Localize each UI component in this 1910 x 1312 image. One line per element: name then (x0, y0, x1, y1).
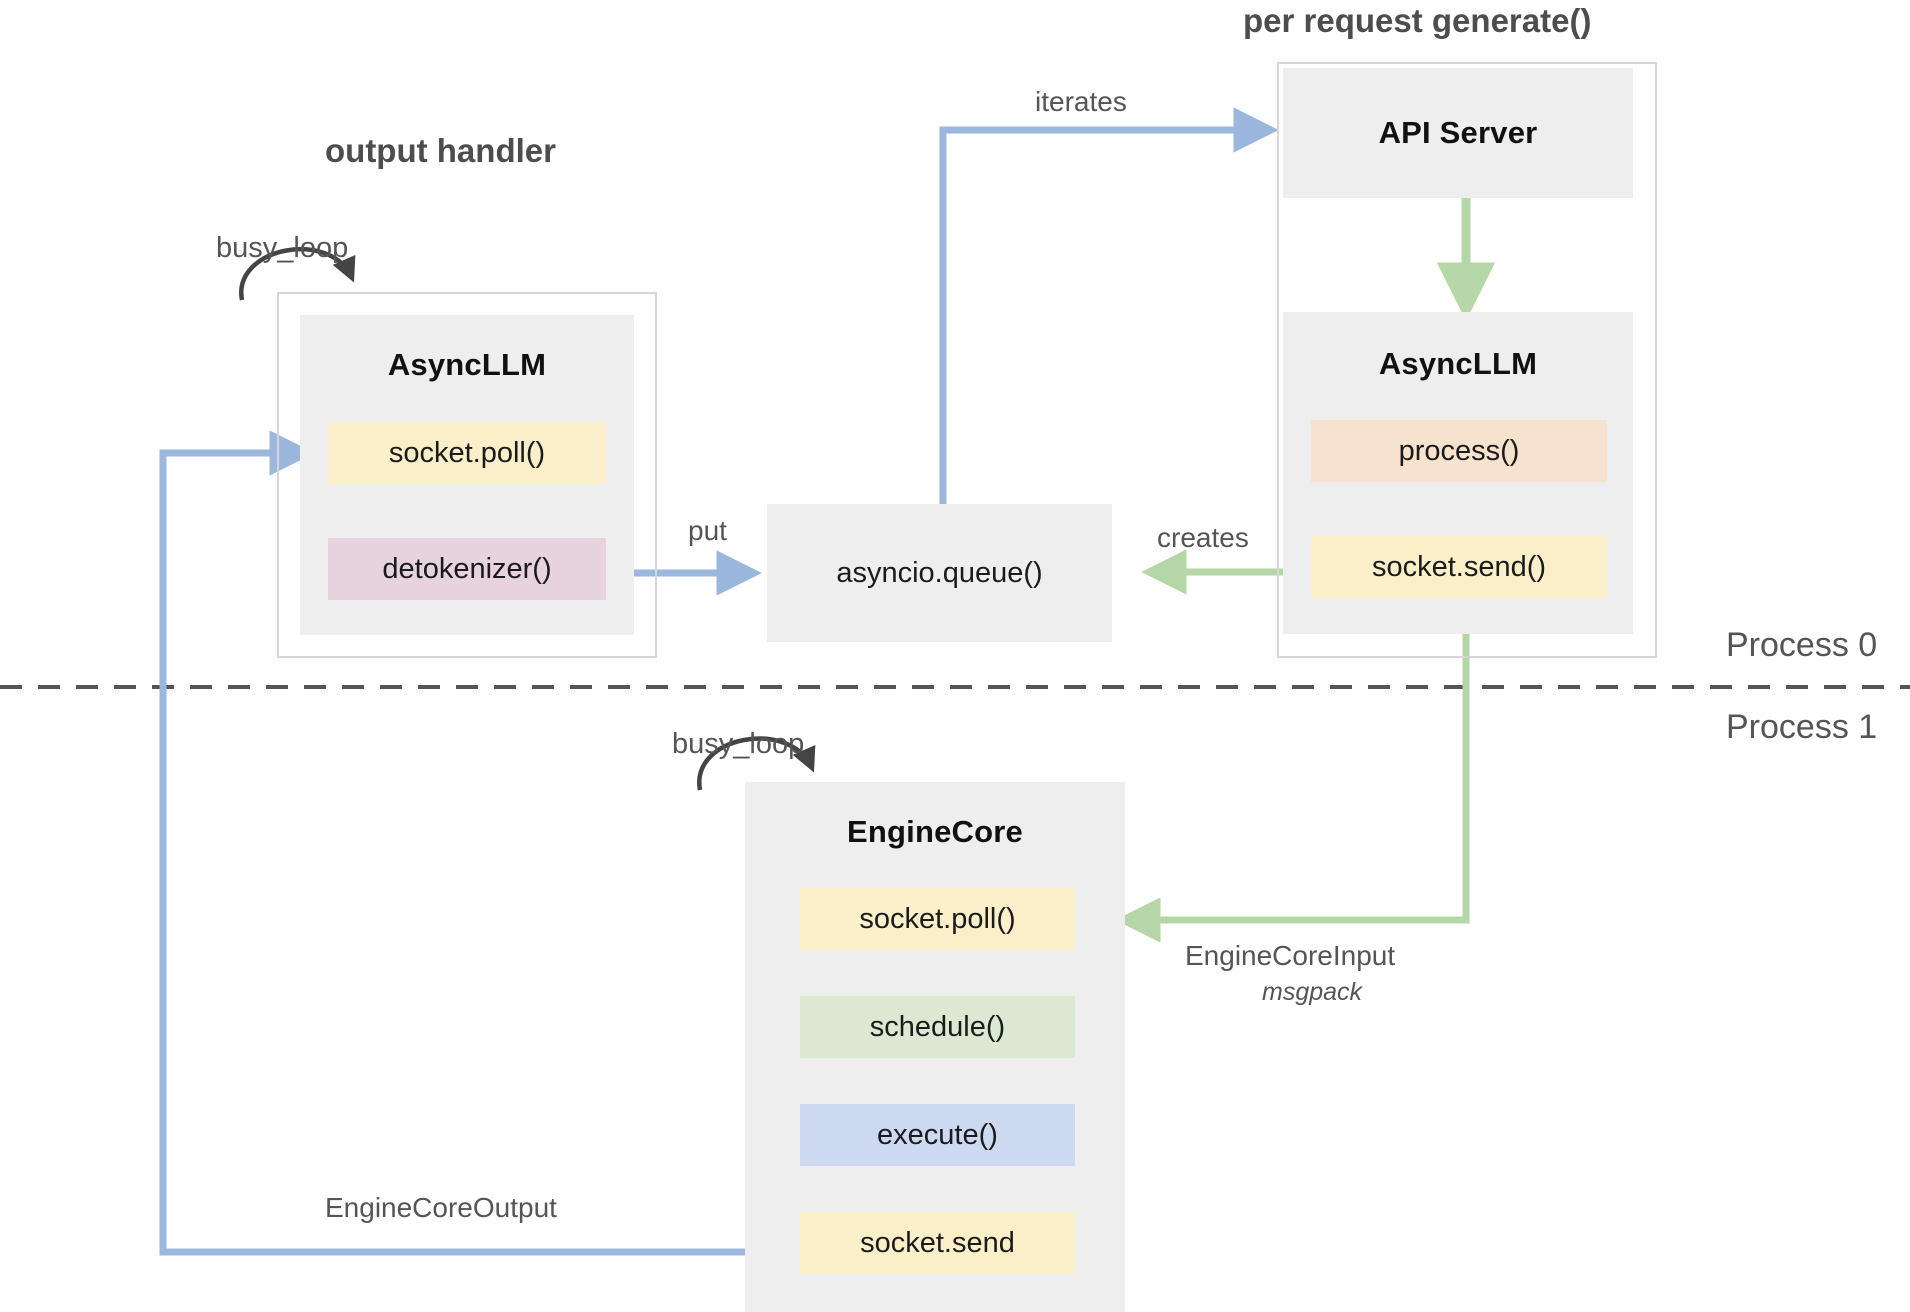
output-handler-heading: output handler (325, 132, 556, 169)
engine-core-input-sublabel: msgpack (1262, 978, 1363, 1006)
per-request-chip-process[interactable]: process() (1311, 420, 1607, 482)
per-request-heading: per request generate() (1243, 2, 1592, 39)
engine-core-chip-socket-poll[interactable]: socket.poll() (800, 888, 1075, 950)
process-1-label: Process 1 (1726, 708, 1878, 746)
busy-loop-label-output-handler: busy_loop (216, 232, 349, 264)
engine-core-chip-execute[interactable]: execute() (800, 1104, 1075, 1166)
iterates-arrow (939, 107, 1279, 512)
engine-core-title: EngineCore (847, 814, 1023, 849)
api-server-block[interactable]: API Server (1283, 68, 1633, 198)
per-request-group-frame (1277, 62, 1657, 658)
output-handler-chip-socket-poll[interactable]: socket.poll() (328, 422, 606, 484)
process-0-label: Process 0 (1726, 626, 1878, 664)
busy-loop-label-engine-core: busy_loop (672, 728, 805, 760)
engine-core-chip-socket-send[interactable]: socket.send (800, 1212, 1075, 1274)
output-handler-asyncllm-title: AsyncLLM (387, 347, 547, 382)
per-request-asyncllm-title: AsyncLLM (1378, 346, 1538, 381)
output-handler-chip-detokenizer[interactable]: detokenizer() (328, 538, 606, 600)
iterates-label: iterates (1035, 86, 1127, 117)
engine-core-input-label: EngineCoreInput (1185, 940, 1396, 971)
asyncio-queue-block[interactable]: asyncio.queue() (767, 504, 1112, 642)
api-server-title: API Server (1378, 115, 1538, 150)
creates-label: creates (1157, 522, 1249, 553)
per-request-chip-socket-send[interactable]: socket.send() (1311, 536, 1607, 598)
put-label: put (688, 515, 727, 546)
output-handler-group-frame (277, 292, 657, 658)
engine-core-output-label: EngineCoreOutput (325, 1192, 557, 1223)
asyncio-queue-label: asyncio.queue() (836, 556, 1043, 589)
engine-core-chip-schedule[interactable]: schedule() (800, 996, 1075, 1058)
